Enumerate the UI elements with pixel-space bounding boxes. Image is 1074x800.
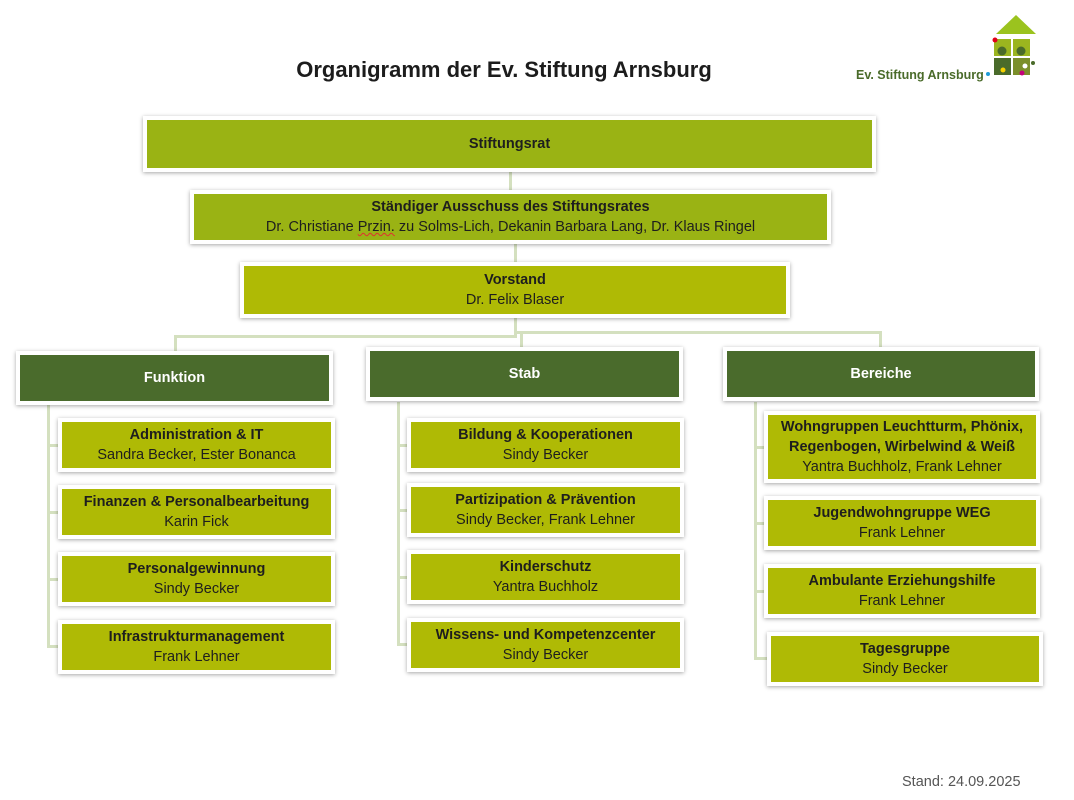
column-title: Bereiche — [850, 366, 912, 382]
unit-title: Administration & IT — [129, 427, 264, 443]
unit-title: Bildung & Kooperationen — [458, 427, 633, 443]
column-title: Funktion — [143, 370, 206, 386]
unit-person: Sandra Becker, Ester Bonanca — [97, 447, 296, 463]
unit-person: Frank Lehner — [858, 593, 946, 609]
unit-box: Administration & IT Sandra Becker, Ester… — [58, 418, 335, 472]
unit-box: Personalgewinnung Sindy Becker — [58, 552, 335, 606]
unit-person: Yantra Buchholz, Frank Lehner — [802, 459, 1002, 475]
connector-line — [754, 402, 757, 660]
members-text: Dr. Christiane — [265, 219, 358, 235]
unit-person: Frank Lehner — [858, 525, 946, 541]
connector-line — [397, 643, 411, 646]
unit-title: Wohngruppen Leuchtturm, Phönix, — [780, 419, 1024, 435]
connector-line — [516, 331, 882, 334]
unit-box: Infrastrukturmanagement Frank Lehner — [58, 620, 335, 674]
connector-line — [47, 444, 61, 447]
connector-line — [174, 335, 177, 353]
unit-person: Yantra Buchholz — [492, 579, 599, 595]
connector-line — [514, 317, 517, 335]
unit-title: Infrastrukturmanagement — [108, 629, 285, 645]
unit-box: Ambulante Erziehungshilfe Frank Lehner — [764, 564, 1040, 618]
column-title: Stab — [508, 366, 541, 382]
box-title: Vorstand — [484, 272, 546, 288]
unit-box: Kinderschutz Yantra Buchholz — [407, 550, 684, 604]
unit-title: Ambulante Erziehungshilfe — [808, 573, 996, 589]
box-stiftungsrat: Stiftungsrat — [143, 116, 876, 172]
unit-title: Partizipation & Prävention — [455, 492, 636, 508]
status-date: Stand: 24.09.2025 — [902, 774, 1021, 790]
connector-line — [47, 404, 50, 648]
organization-logo: Ev. Stiftung Arnsburg — [856, 12, 1046, 87]
connector-line — [520, 331, 523, 349]
unit-person: Sindy Becker — [862, 661, 948, 677]
connector-line — [879, 331, 882, 349]
box-title: Ständiger Ausschuss des Stiftungsrates — [371, 199, 650, 215]
unit-title: Tagesgruppe — [860, 641, 950, 657]
connector-line — [397, 444, 411, 447]
unit-person: Sindy Becker — [153, 581, 240, 597]
house-logo-icon — [986, 15, 1036, 76]
box-members: Dr. Christiane Przin. zu Solms-Lich, Dek… — [266, 217, 755, 237]
unit-box: Partizipation & Prävention Sindy Becker,… — [407, 483, 684, 537]
connector-line — [754, 590, 768, 593]
unit-box: Tagesgruppe Sindy Becker — [767, 632, 1043, 686]
unit-title: Personalgewinnung — [127, 561, 266, 577]
unit-title: Finanzen & Personalbearbeitung — [83, 494, 310, 510]
page-title: Organigramm der Ev. Stiftung Arnsburg — [296, 57, 712, 82]
box-staendiger-ausschuss: Ständiger Ausschuss des Stiftungsrates D… — [190, 190, 831, 244]
logo-text: Ev. Stiftung Arnsburg — [856, 68, 984, 82]
column-header-stab: Stab — [366, 347, 683, 401]
unit-title-line2: Regenbogen, Wirbelwind & Weiß — [789, 439, 1015, 455]
unit-box: Bildung & Kooperationen Sindy Becker — [407, 418, 684, 472]
connector-line — [754, 446, 768, 449]
box-vorstand: Vorstand Dr. Felix Blaser — [240, 262, 790, 318]
connector-line — [47, 511, 61, 514]
connector-line — [397, 509, 411, 512]
unit-title: Kinderschutz — [499, 559, 592, 575]
unit-title: Wissens- und Kompetenzcenter — [435, 627, 656, 643]
connector-line — [754, 657, 772, 660]
unit-box: Jugendwohngruppe WEG Frank Lehner — [764, 496, 1040, 550]
connector-line — [397, 402, 400, 646]
column-header-bereiche: Bereiche — [723, 347, 1039, 401]
box-title: Stiftungsrat — [468, 136, 551, 152]
unit-box: Wissens- und Kompetenzcenter Sindy Becke… — [407, 618, 684, 672]
unit-person: Frank Lehner — [153, 649, 240, 665]
unit-box: Finanzen & Personalbearbeitung Karin Fic… — [58, 485, 335, 539]
connector-line — [47, 578, 61, 581]
connector-line — [47, 645, 61, 648]
unit-person: Sindy Becker — [502, 447, 589, 463]
unit-person: Sindy Becker — [502, 647, 589, 663]
unit-box: Wohngruppen Leuchtturm, Phönix, Regenbog… — [764, 411, 1040, 483]
column-header-funktion: Funktion — [16, 351, 333, 405]
unit-title: Jugendwohngruppe WEG — [813, 505, 991, 521]
members-text: zu Solms-Lich, Dekanin Barbara Lang, Dr.… — [394, 219, 756, 235]
connector-line — [509, 170, 512, 192]
unit-person: Sindy Becker, Frank Lehner — [456, 512, 635, 528]
connector-line — [174, 335, 517, 338]
connector-line — [514, 243, 517, 263]
box-person: Dr. Felix Blaser — [465, 292, 565, 308]
unit-person: Karin Fick — [164, 514, 229, 530]
connector-line — [397, 576, 411, 579]
spellcheck-flagged-word: Przin. — [357, 219, 395, 235]
connector-line — [754, 522, 768, 525]
